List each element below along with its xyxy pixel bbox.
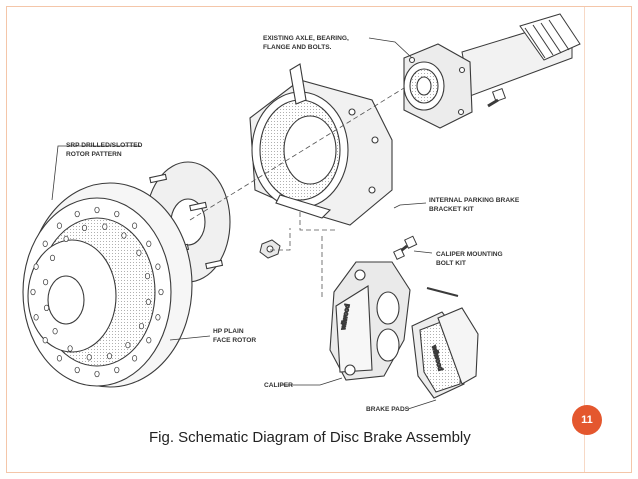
rotor-drill-hole — [155, 314, 161, 321]
page-number: 11 — [581, 414, 593, 426]
rotor-drill-hole — [144, 272, 151, 280]
rotor-drill-hole — [136, 249, 142, 256]
rotor-drill-hole — [114, 210, 120, 218]
caliper-body: wilwood — [329, 261, 411, 381]
rotor-drill-hole — [74, 210, 80, 218]
brake-rotor — [22, 182, 193, 388]
label-parking-bracket-line2: BRACKET KIT — [429, 206, 474, 213]
lug-nut — [259, 239, 281, 259]
rotor-drill-hole — [63, 235, 69, 243]
axle-flange — [403, 43, 473, 129]
rotor-drill-hole — [43, 304, 50, 312]
rotor-drill-holes — [30, 206, 164, 378]
label-plain-rotor-line1: HP PLAIN — [213, 328, 244, 335]
rotor-drill-hole — [67, 345, 73, 352]
rotor-drill-hole — [56, 355, 62, 362]
label-caliper-bolt-line2: BOLT KIT — [436, 260, 466, 267]
frame-right-border — [631, 6, 632, 473]
axle-shaft — [461, 13, 581, 97]
rotor-drill-hole — [81, 224, 88, 232]
label-axle-line1: EXISTING AXLE, BEARING, — [263, 35, 349, 42]
frame-top-border — [6, 6, 632, 7]
brake-pads: wilwood — [411, 307, 479, 399]
rotor-drill-hole — [146, 337, 152, 344]
rotor-drill-hole — [138, 322, 145, 330]
rotor-drill-hole — [42, 337, 48, 344]
rotor-drill-hole — [102, 223, 108, 230]
rotor-drill-hole — [121, 232, 127, 239]
page-number-badge: 11 — [572, 405, 602, 435]
rotor-drill-hole — [30, 288, 36, 296]
rotor-drill-hole — [155, 263, 161, 270]
label-brake-pads: BRAKE PADS — [366, 406, 410, 413]
frame-left-border — [6, 6, 7, 473]
parking-brake-bracket — [249, 63, 393, 226]
rotor-drill-hole — [42, 240, 48, 247]
label-rotor-pattern-line1: SRP DRILLED/SLOTTED — [66, 142, 143, 149]
rotor-drill-hole — [56, 222, 62, 229]
rotor-drill-hole — [132, 355, 138, 362]
rotor-drill-hole — [49, 254, 56, 262]
rotor-drill-hole — [94, 370, 100, 378]
rotor-drill-hole — [43, 278, 49, 286]
rotor-drill-hole — [33, 314, 39, 321]
leader-lines — [51, 37, 437, 410]
rotor-drill-hole — [106, 352, 113, 360]
figure-caption: Fig. Schematic Diagram of Disc Brake Ass… — [149, 429, 471, 446]
frame-right-guide — [584, 7, 585, 472]
rotor-drill-hole — [114, 366, 120, 374]
label-axle-line2: FLANGE AND BOLTS. — [263, 44, 332, 51]
frame-bottom-border — [6, 472, 632, 473]
rotor-drill-hole — [145, 298, 151, 306]
rotor-drill-hole — [125, 341, 131, 349]
caliper-bolts — [393, 235, 459, 297]
assembly-axis — [189, 87, 405, 300]
rotor-drill-hole — [132, 222, 138, 229]
label-parking-bracket-line1: INTERNAL PARKING BRAKE — [429, 197, 520, 204]
label-caliper-bolt-line1: CALIPER MOUNTING — [436, 251, 503, 258]
rotor-drill-hole — [94, 206, 100, 214]
label-rotor-pattern-line2: ROTOR PATTERN — [66, 151, 122, 158]
rotor-drill-hole — [86, 354, 92, 361]
rotor-drill-hole — [158, 288, 164, 296]
rotor-drill-hole — [52, 328, 58, 335]
flange-bolt — [487, 87, 507, 108]
label-plain-rotor-line2: FACE ROTOR — [213, 337, 256, 344]
rotor-drill-hole — [74, 366, 80, 374]
rotor-drill-hole — [146, 240, 152, 247]
label-caliper: CALIPER — [264, 382, 293, 389]
rotor-drill-hole — [33, 263, 39, 270]
